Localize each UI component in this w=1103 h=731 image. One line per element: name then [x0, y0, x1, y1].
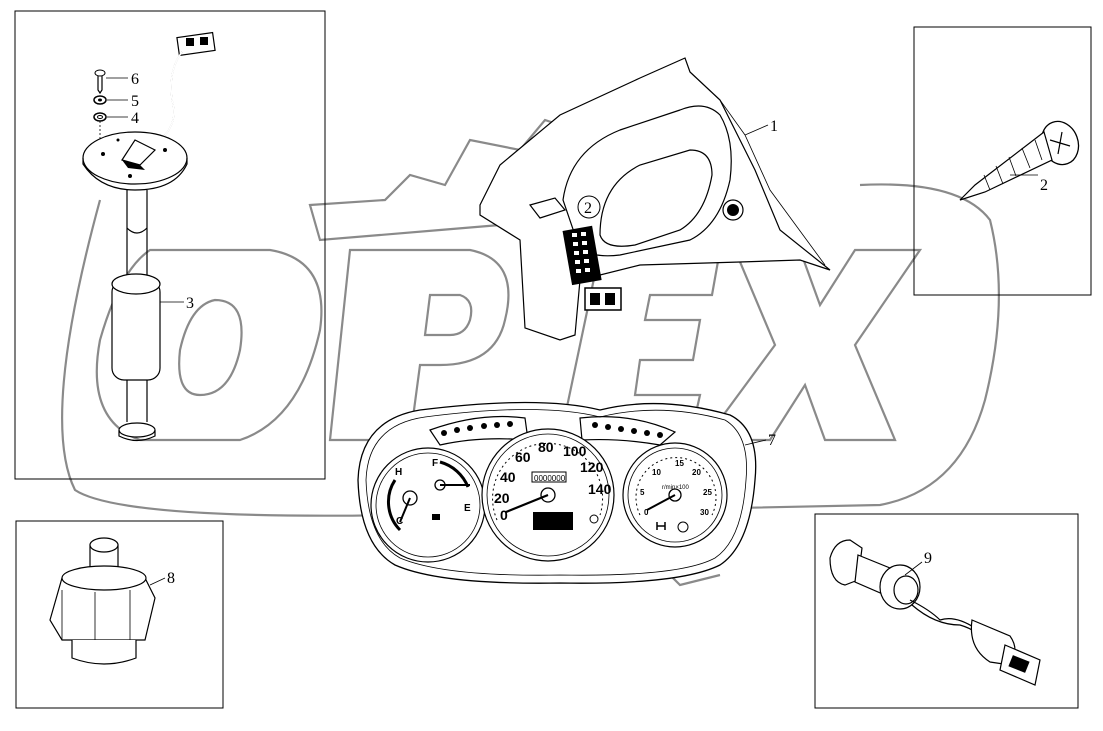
dash-panel: 2 1	[479, 57, 831, 341]
odometer: 0000000	[534, 474, 566, 483]
speedometer: 0 20 40 60 80 100 120 140 0000000	[481, 428, 615, 562]
screw-box: 2	[913, 26, 1092, 296]
tach-tick-10: 10	[652, 468, 661, 477]
tachometer: 0 5 10 15 20 25 30 r/min×100	[622, 442, 728, 548]
tach-tick-25: 25	[703, 488, 712, 497]
callout-6: 6	[131, 71, 139, 88]
sensor-box: 8	[15, 520, 224, 709]
fuel-full-label: F	[432, 458, 438, 469]
speed-tick-60: 60	[515, 449, 531, 465]
harness-box: 9	[814, 513, 1079, 709]
speed-tick-100: 100	[563, 443, 587, 459]
callout-1: 1	[770, 118, 778, 135]
callout-5: 5	[131, 93, 139, 110]
callout-9: 9	[924, 550, 932, 567]
temp-hot-label: H	[395, 467, 402, 478]
fuel-empty-label: E	[464, 503, 471, 514]
tach-tick-15: 15	[675, 459, 684, 468]
instrument-cluster: F E C H 0 20 40 60 80 100 120 140 000000…	[357, 401, 776, 584]
speed-tick-40: 40	[500, 469, 516, 485]
callout-4: 4	[131, 110, 139, 127]
fuel-sender-box: 6 5 4 3	[14, 10, 326, 480]
callout-2-screw: 2	[1040, 177, 1048, 194]
tach-tick-30: 30	[700, 508, 709, 517]
speed-tick-0: 0	[500, 507, 508, 523]
battery-icon	[432, 514, 440, 520]
speed-tick-140: 140	[588, 481, 612, 497]
speed-tick-20: 20	[494, 490, 510, 506]
tach-unit-label: r/min×100	[662, 485, 690, 491]
speed-tick-80: 80	[538, 439, 554, 455]
callout-3: 3	[186, 295, 194, 312]
speed-tick-120: 120	[580, 459, 604, 475]
lcd-display	[533, 512, 573, 530]
tach-tick-20: 20	[692, 468, 701, 477]
callout-2-panel: 2	[584, 200, 592, 217]
callout-7: 7	[768, 432, 776, 449]
callout-8: 8	[167, 570, 175, 587]
tach-tick-5: 5	[640, 488, 645, 497]
fuel-temp-gauge: F E C H	[370, 447, 486, 563]
temp-cold-label: C	[396, 516, 403, 527]
opex-watermark	[61, 118, 1000, 587]
tach-tick-0: 0	[644, 508, 649, 517]
